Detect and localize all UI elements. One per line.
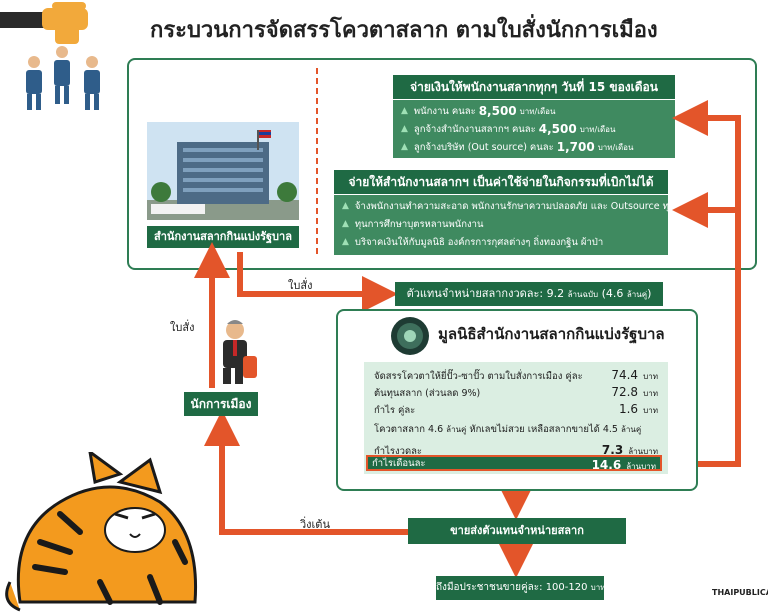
people-illustration bbox=[0, 2, 100, 110]
salary-header: จ่ายเงินให้พนักงานสลากทุกๆ วันที่ 15 ของ… bbox=[393, 75, 675, 99]
order-arrow-to-dealer bbox=[237, 252, 398, 312]
agency-label: สำนักงานสลากกินแบ่งรัฐบาล bbox=[147, 226, 299, 248]
expense-header: จ่ายให้สำนักงานสลากฯ เป็นค่าใช้จ่ายในกิจ… bbox=[334, 170, 668, 194]
up-arrow-icon: ▲ bbox=[401, 142, 408, 152]
page-title: กระบวนการจัดสรรโควตาสลาก ตามใบสั่งนักการ… bbox=[150, 18, 658, 43]
order-label-2: ใบสั่ง bbox=[170, 321, 195, 334]
foundation-pricing: จัดสรรโควตาให้ยี่ปั๊ว-ซาปั๊ว ตามใบสั่งกา… bbox=[364, 362, 668, 420]
lobby-label: วิ่งเต้น bbox=[300, 518, 330, 531]
quota-line: โควตาสลาก 4.6 ล้านคู่ หักเลขไม่สวย เหลือ… bbox=[374, 424, 642, 435]
up-arrow-icon: ▲ bbox=[342, 201, 349, 211]
pricing-row: ต้นทุนสลาก (ส่วนลด 9%)72.8 บาท bbox=[374, 385, 658, 399]
up-arrow-icon: ▲ bbox=[401, 106, 408, 116]
profit-arrow-salary bbox=[668, 100, 741, 467]
tiger-cat-illustration bbox=[5, 452, 198, 612]
dealer-box: ตัวแทนจำหน่ายสลากงวดละ: 9.2 ล้านฉบับ (4.… bbox=[395, 282, 663, 306]
up-arrow-icon: ▲ bbox=[342, 237, 349, 247]
expense-row: ▲จ้างพนักงานทำความสะอาด พนักงานรักษาความ… bbox=[342, 200, 707, 212]
expense-list: ▲จ้างพนักงานทำความสะอาด พนักงานรักษาความ… bbox=[334, 195, 707, 255]
lobby-arrow bbox=[204, 410, 408, 535]
thaipublica-logo: THAIPUBLICA bbox=[712, 588, 768, 597]
foundation-logo-icon bbox=[391, 317, 429, 355]
divider bbox=[316, 68, 318, 254]
building-photo bbox=[147, 122, 299, 220]
profit-month-row: กำไรเดือนละ 14.6 ล้านบาท bbox=[366, 455, 662, 472]
up-arrow-icon: ▲ bbox=[401, 124, 408, 134]
foundation-name: มูลนิธิสำนักงานสลากกินแบ่งรัฐบาล bbox=[438, 325, 665, 343]
wholesale-box: ขายส่งตัวแทนจำหน่ายสลาก bbox=[408, 518, 626, 544]
order-label-1: ใบสั่ง bbox=[288, 279, 313, 292]
expense-row: ▲บริจาคเงินให้กับมูลนิธิ องค์กรการกุศลต่… bbox=[342, 236, 604, 248]
retail-box: ถึงมือประชาชนขายคู่ละ: 100-120 บาท bbox=[436, 576, 606, 600]
politician-illustration bbox=[223, 320, 257, 384]
expense-row: ▲ทุนการศึกษาบุตรหลานพนักงาน bbox=[342, 218, 484, 230]
politician-label: นักการเมือง bbox=[184, 392, 258, 416]
pricing-row: จัดสรรโควตาให้ยี่ปั๊ว-ซาปั๊ว ตามใบสั่งกา… bbox=[374, 368, 658, 382]
up-arrow-icon: ▲ bbox=[342, 219, 349, 229]
